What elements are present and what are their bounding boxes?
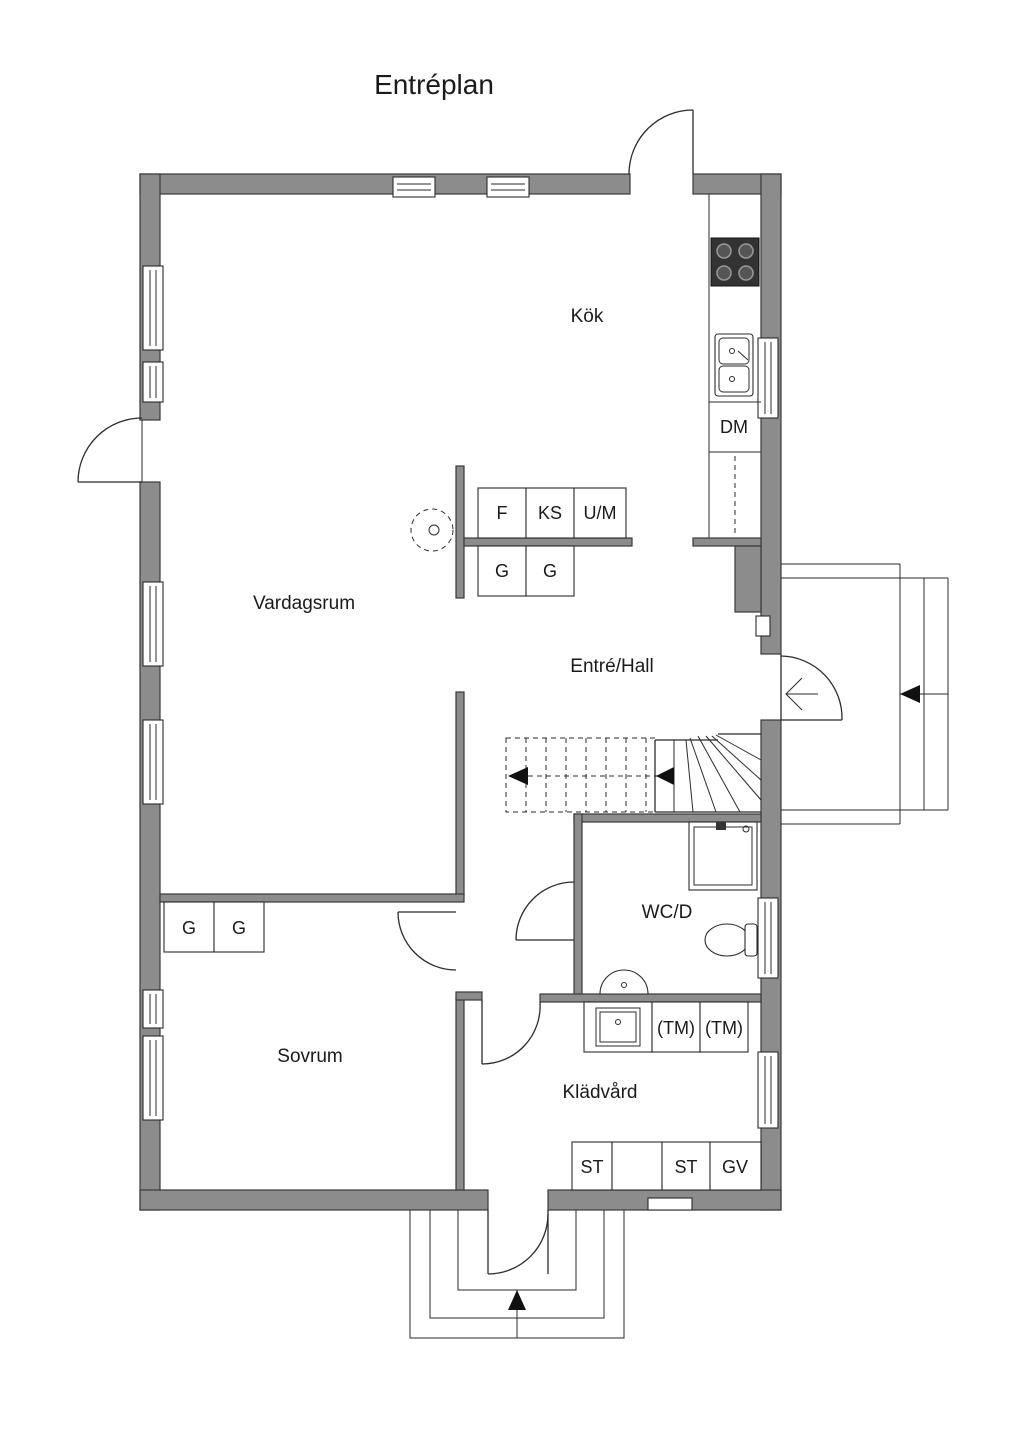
fixture-gv: GV <box>722 1157 748 1177</box>
laundry-fixtures <box>571 1001 762 1191</box>
fixture-ks: KS <box>538 503 562 523</box>
room-label-vardagsrum: Vardagsrum <box>253 593 355 614</box>
room-label-sovrum: Sovrum <box>277 1046 342 1067</box>
fixture-g2: G <box>543 561 557 581</box>
fixture-tm2: (TM) <box>705 1018 743 1038</box>
fixture-st2: ST <box>674 1157 697 1177</box>
fixture-g1: G <box>495 561 509 581</box>
fixture-dm: DM <box>720 417 748 437</box>
fixture-um: U/M <box>584 503 617 523</box>
wc-fixtures <box>599 821 758 995</box>
fixture-g4: G <box>232 918 246 938</box>
room-label-entre-hall: Entré/Hall <box>570 656 653 677</box>
island-cabinets <box>477 487 627 597</box>
doors <box>77 109 843 1275</box>
fixture-g3: G <box>182 918 196 938</box>
fixture-tm1: (TM) <box>657 1018 695 1038</box>
interior-walls <box>159 465 762 1191</box>
fixture-st1: ST <box>580 1157 603 1177</box>
windows <box>142 176 779 1211</box>
room-label-wc-d: WC/D <box>642 902 693 923</box>
bedroom-wardrobes <box>163 901 265 953</box>
fireplace-symbol <box>410 508 454 552</box>
bottom-entry-steps <box>409 1210 625 1339</box>
kitchen-counter <box>708 194 761 538</box>
right-entry-steps <box>781 563 949 825</box>
room-label-kok: Kök <box>571 306 604 327</box>
fixture-f: F <box>497 503 508 523</box>
stairs <box>505 733 762 813</box>
plan-title: Entréplan <box>374 69 494 100</box>
room-label-kladvard: Klädvård <box>563 1082 638 1103</box>
